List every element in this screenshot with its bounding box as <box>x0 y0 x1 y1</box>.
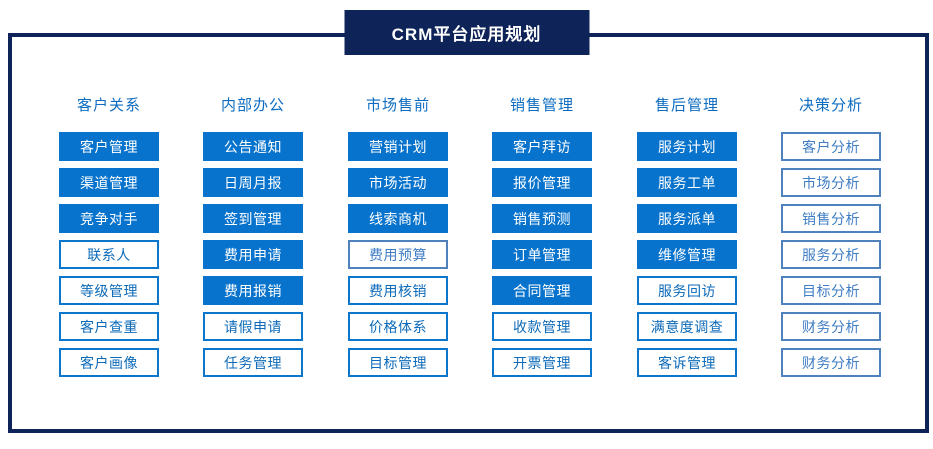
module-box: 服务派单 <box>637 204 737 233</box>
column-header: 客户关系 <box>76 97 141 114</box>
module-box: 市场分析 <box>781 168 881 197</box>
module-box: 价格体系 <box>348 312 448 341</box>
module-box: 公告通知 <box>203 132 303 161</box>
module-box: 维修管理 <box>637 240 737 269</box>
module-box: 线索商机 <box>348 204 448 233</box>
module-box: 营销计划 <box>348 132 448 161</box>
module-box: 销售预测 <box>492 204 592 233</box>
module-box: 财务分析 <box>781 348 881 377</box>
column-header: 市场售前 <box>365 97 430 114</box>
page-title: CRM平台应用规划 <box>391 25 542 44</box>
column-2: 内部办公公告通知日周月报签到管理费用申请费用报销请假申请任务管理 <box>203 94 303 384</box>
title-banner: CRM平台应用规划 <box>344 10 589 55</box>
module-box: 收款管理 <box>492 312 592 341</box>
module-box: 费用申请 <box>203 240 303 269</box>
column-5: 售后管理服务计划服务工单服务派单维修管理服务回访满意度调查客诉管理 <box>637 94 737 384</box>
column-1: 客户关系客户管理渠道管理竞争对手联系人等级管理客户查重客户画像 <box>59 94 159 384</box>
module-box: 客户管理 <box>59 132 159 161</box>
module-box: 费用报销 <box>203 276 303 305</box>
module-box: 服务回访 <box>637 276 737 305</box>
module-box: 签到管理 <box>203 204 303 233</box>
module-box: 客户拜访 <box>492 132 592 161</box>
module-box: 服务计划 <box>637 132 737 161</box>
module-box: 开票管理 <box>492 348 592 377</box>
column-6: 决策分析客户分析市场分析销售分析服务分析目标分析财务分析财务分析 <box>781 94 881 384</box>
module-box: 服务工单 <box>637 168 737 197</box>
column-header: 售后管理 <box>654 97 719 114</box>
module-box: 客户画像 <box>59 348 159 377</box>
column-3: 市场售前营销计划市场活动线索商机费用预算费用核销价格体系目标管理 <box>348 94 448 384</box>
column-header: 内部办公 <box>220 97 285 114</box>
column-header: 销售管理 <box>509 97 574 114</box>
module-box: 目标分析 <box>781 276 881 305</box>
module-box: 客诉管理 <box>637 348 737 377</box>
module-box: 满意度调查 <box>637 312 737 341</box>
module-box: 费用预算 <box>348 240 448 269</box>
module-box: 联系人 <box>59 240 159 269</box>
module-box: 销售分析 <box>781 204 881 233</box>
module-box: 目标管理 <box>348 348 448 377</box>
module-box: 请假申请 <box>203 312 303 341</box>
column-header: 决策分析 <box>798 97 863 114</box>
module-box: 等级管理 <box>59 276 159 305</box>
column-4: 销售管理客户拜访报价管理销售预测订单管理合同管理收款管理开票管理 <box>492 94 592 384</box>
module-box: 订单管理 <box>492 240 592 269</box>
module-box: 费用核销 <box>348 276 448 305</box>
module-box: 财务分析 <box>781 312 881 341</box>
module-box: 服务分析 <box>781 240 881 269</box>
module-box: 竞争对手 <box>59 204 159 233</box>
module-box: 市场活动 <box>348 168 448 197</box>
module-box: 渠道管理 <box>59 168 159 197</box>
module-box: 任务管理 <box>203 348 303 377</box>
module-box: 客户查重 <box>59 312 159 341</box>
module-box: 合同管理 <box>492 276 592 305</box>
module-box: 日周月报 <box>203 168 303 197</box>
module-box: 报价管理 <box>492 168 592 197</box>
module-box: 客户分析 <box>781 132 881 161</box>
